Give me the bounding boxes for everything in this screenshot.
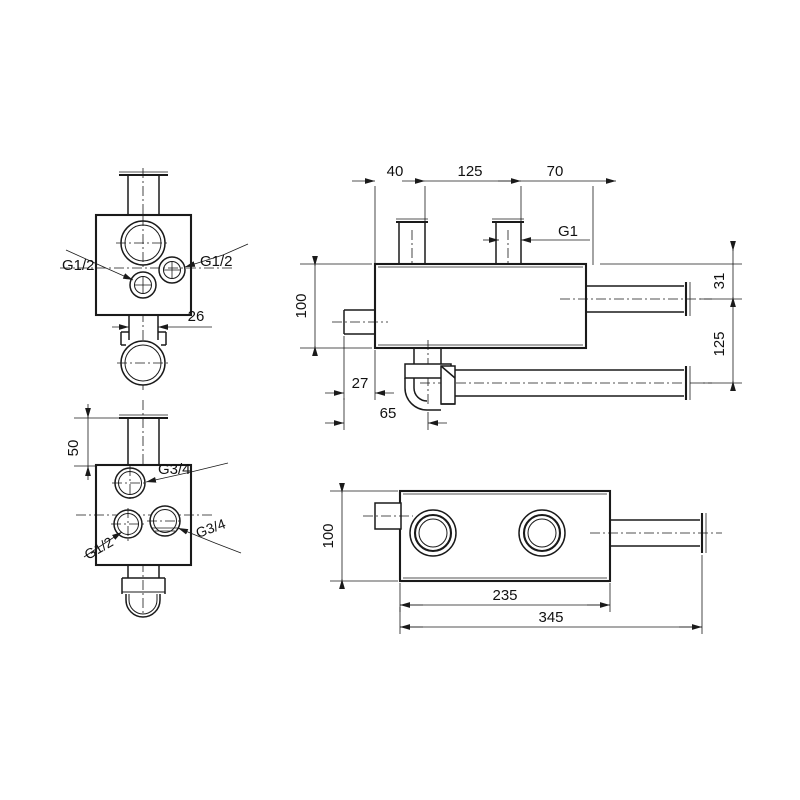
elbow-chamfer-top bbox=[440, 365, 456, 379]
port-bottom-left-g12 bbox=[111, 508, 146, 541]
leader-g12-left-tail bbox=[65, 249, 98, 265]
label-dim-125-right: 125 bbox=[711, 331, 728, 356]
label-dim-27: 27 bbox=[352, 375, 369, 392]
label-dim-235: 235 bbox=[492, 587, 517, 604]
label-dim-plan-100: 100 bbox=[320, 523, 337, 548]
plan-bore-right bbox=[518, 509, 566, 557]
cap-dome-inner bbox=[128, 594, 158, 615]
label-dim-100-side: 100 bbox=[293, 293, 310, 318]
label-g12-left: G1/2 bbox=[62, 257, 95, 274]
threaded-port-left-g12 bbox=[129, 271, 157, 299]
leader-g12-alt-tail bbox=[83, 544, 103, 558]
side-body-outline bbox=[373, 262, 588, 350]
plan-bore-left bbox=[409, 509, 457, 557]
label-dim-345: 345 bbox=[538, 609, 563, 626]
label-dim-70: 70 bbox=[547, 163, 564, 180]
leader-g12-alt bbox=[101, 531, 123, 546]
label-dim-125: 125 bbox=[457, 163, 482, 180]
leader-g34-bottom bbox=[177, 527, 216, 544]
leader-g12-right bbox=[184, 254, 224, 268]
elbow-bend-outer bbox=[404, 378, 441, 411]
label-g34-top: G3/4 bbox=[158, 461, 191, 478]
cap-dome bbox=[125, 594, 161, 618]
label-g34-bottom: G3/4 bbox=[194, 515, 228, 540]
view-plan: 100 235 345 bbox=[320, 483, 722, 634]
view-front-lower-left: 50 G3/4 G1/2 bbox=[65, 400, 242, 618]
view-front-upper-left: G1/2 G1/2 26 bbox=[60, 168, 249, 390]
label-dim-50: 50 bbox=[65, 440, 82, 457]
leader-g34-top bbox=[145, 471, 192, 483]
port-top-left-g34 bbox=[112, 466, 148, 501]
label-dim-40: 40 bbox=[387, 163, 404, 180]
label-dim-26: 26 bbox=[188, 308, 205, 325]
leader-g12-left bbox=[96, 263, 134, 281]
leader-g12-right-tail bbox=[222, 243, 249, 256]
view-side-section: 40 125 70 G1 100 bbox=[293, 163, 742, 430]
elbow-bend-inner bbox=[413, 378, 428, 402]
label-dim-65: 65 bbox=[380, 405, 397, 422]
label-dim-31: 31 bbox=[711, 273, 728, 290]
leader-g34-top-tail bbox=[190, 462, 229, 473]
leader-g34-bottom-tail bbox=[214, 542, 242, 554]
threaded-port-right-g12 bbox=[158, 256, 186, 284]
label-g12-right: G1/2 bbox=[200, 253, 233, 270]
label-g1: G1 bbox=[558, 223, 578, 240]
port-bottom-right-g34 bbox=[147, 505, 183, 537]
